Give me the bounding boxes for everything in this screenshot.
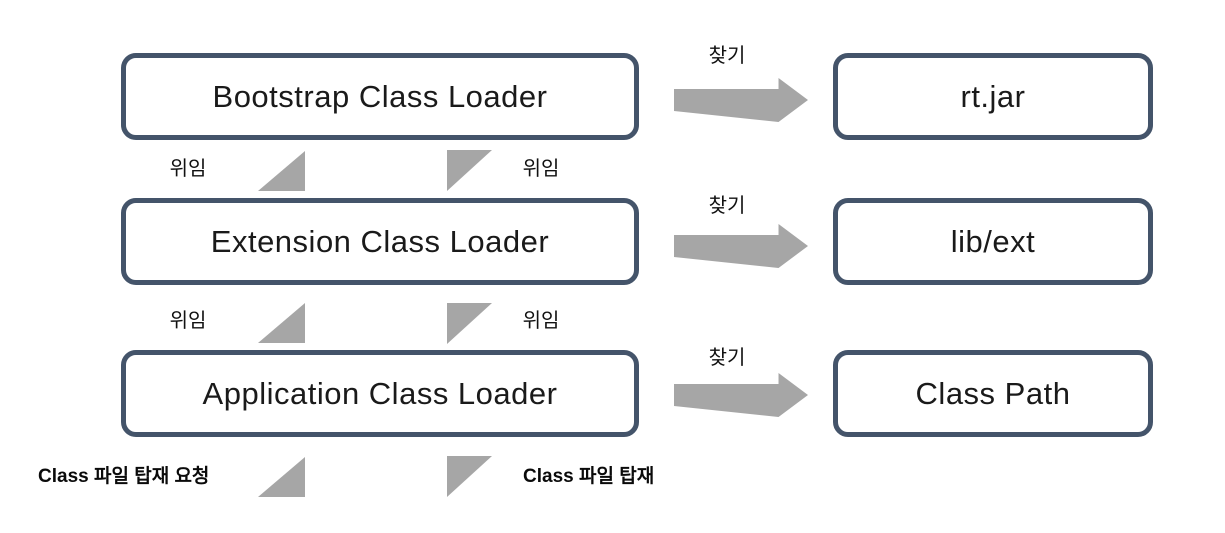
delegation-up-triangle-icon-gap2 bbox=[258, 303, 305, 343]
find-arrow-icon-row1 bbox=[674, 78, 808, 122]
class-file-load-label: Class 파일 탑재 bbox=[523, 466, 655, 487]
extension-class-loader-box: Extension Class Loader bbox=[121, 198, 639, 285]
lib-ext-label: lib/ext bbox=[950, 223, 1036, 259]
delegation-up-triangle-icon-bottom bbox=[258, 457, 305, 497]
delegation-down-triangle-icon-bottom bbox=[447, 456, 492, 497]
find-label-row1: 찾기 bbox=[708, 45, 746, 67]
delegation-down-triangle-icon-gap2 bbox=[447, 303, 492, 344]
find-label-row2: 찾기 bbox=[708, 195, 746, 217]
rt-jar-box: rt.jar bbox=[833, 53, 1153, 140]
bootstrap-class-loader-label: Bootstrap Class Loader bbox=[212, 78, 548, 114]
application-class-loader-label: Application Class Loader bbox=[202, 375, 558, 411]
delegation-up-triangle-icon-gap1 bbox=[258, 151, 305, 191]
application-class-loader-box: Application Class Loader bbox=[121, 350, 639, 437]
class-file-load-request-label: Class 파일 탑재 요청 bbox=[38, 466, 210, 487]
delegation-down-label-gap2: 위임 bbox=[522, 310, 560, 332]
delegation-up-label-gap1: 위임 bbox=[169, 158, 207, 180]
delegation-down-label-gap1: 위임 bbox=[522, 158, 560, 180]
find-label-row3: 찾기 bbox=[708, 347, 746, 369]
rt-jar-label: rt.jar bbox=[960, 78, 1026, 114]
extension-class-loader-label: Extension Class Loader bbox=[210, 223, 550, 259]
delegation-up-label-gap2: 위임 bbox=[169, 310, 207, 332]
delegation-down-triangle-icon-gap1 bbox=[447, 150, 492, 191]
bootstrap-class-loader-box: Bootstrap Class Loader bbox=[121, 53, 639, 140]
class-path-box: Class Path bbox=[833, 350, 1153, 437]
lib-ext-box: lib/ext bbox=[833, 198, 1153, 285]
find-arrow-icon-row3 bbox=[674, 373, 808, 417]
find-arrow-icon-row2 bbox=[674, 224, 808, 268]
class-path-label: Class Path bbox=[915, 375, 1071, 411]
